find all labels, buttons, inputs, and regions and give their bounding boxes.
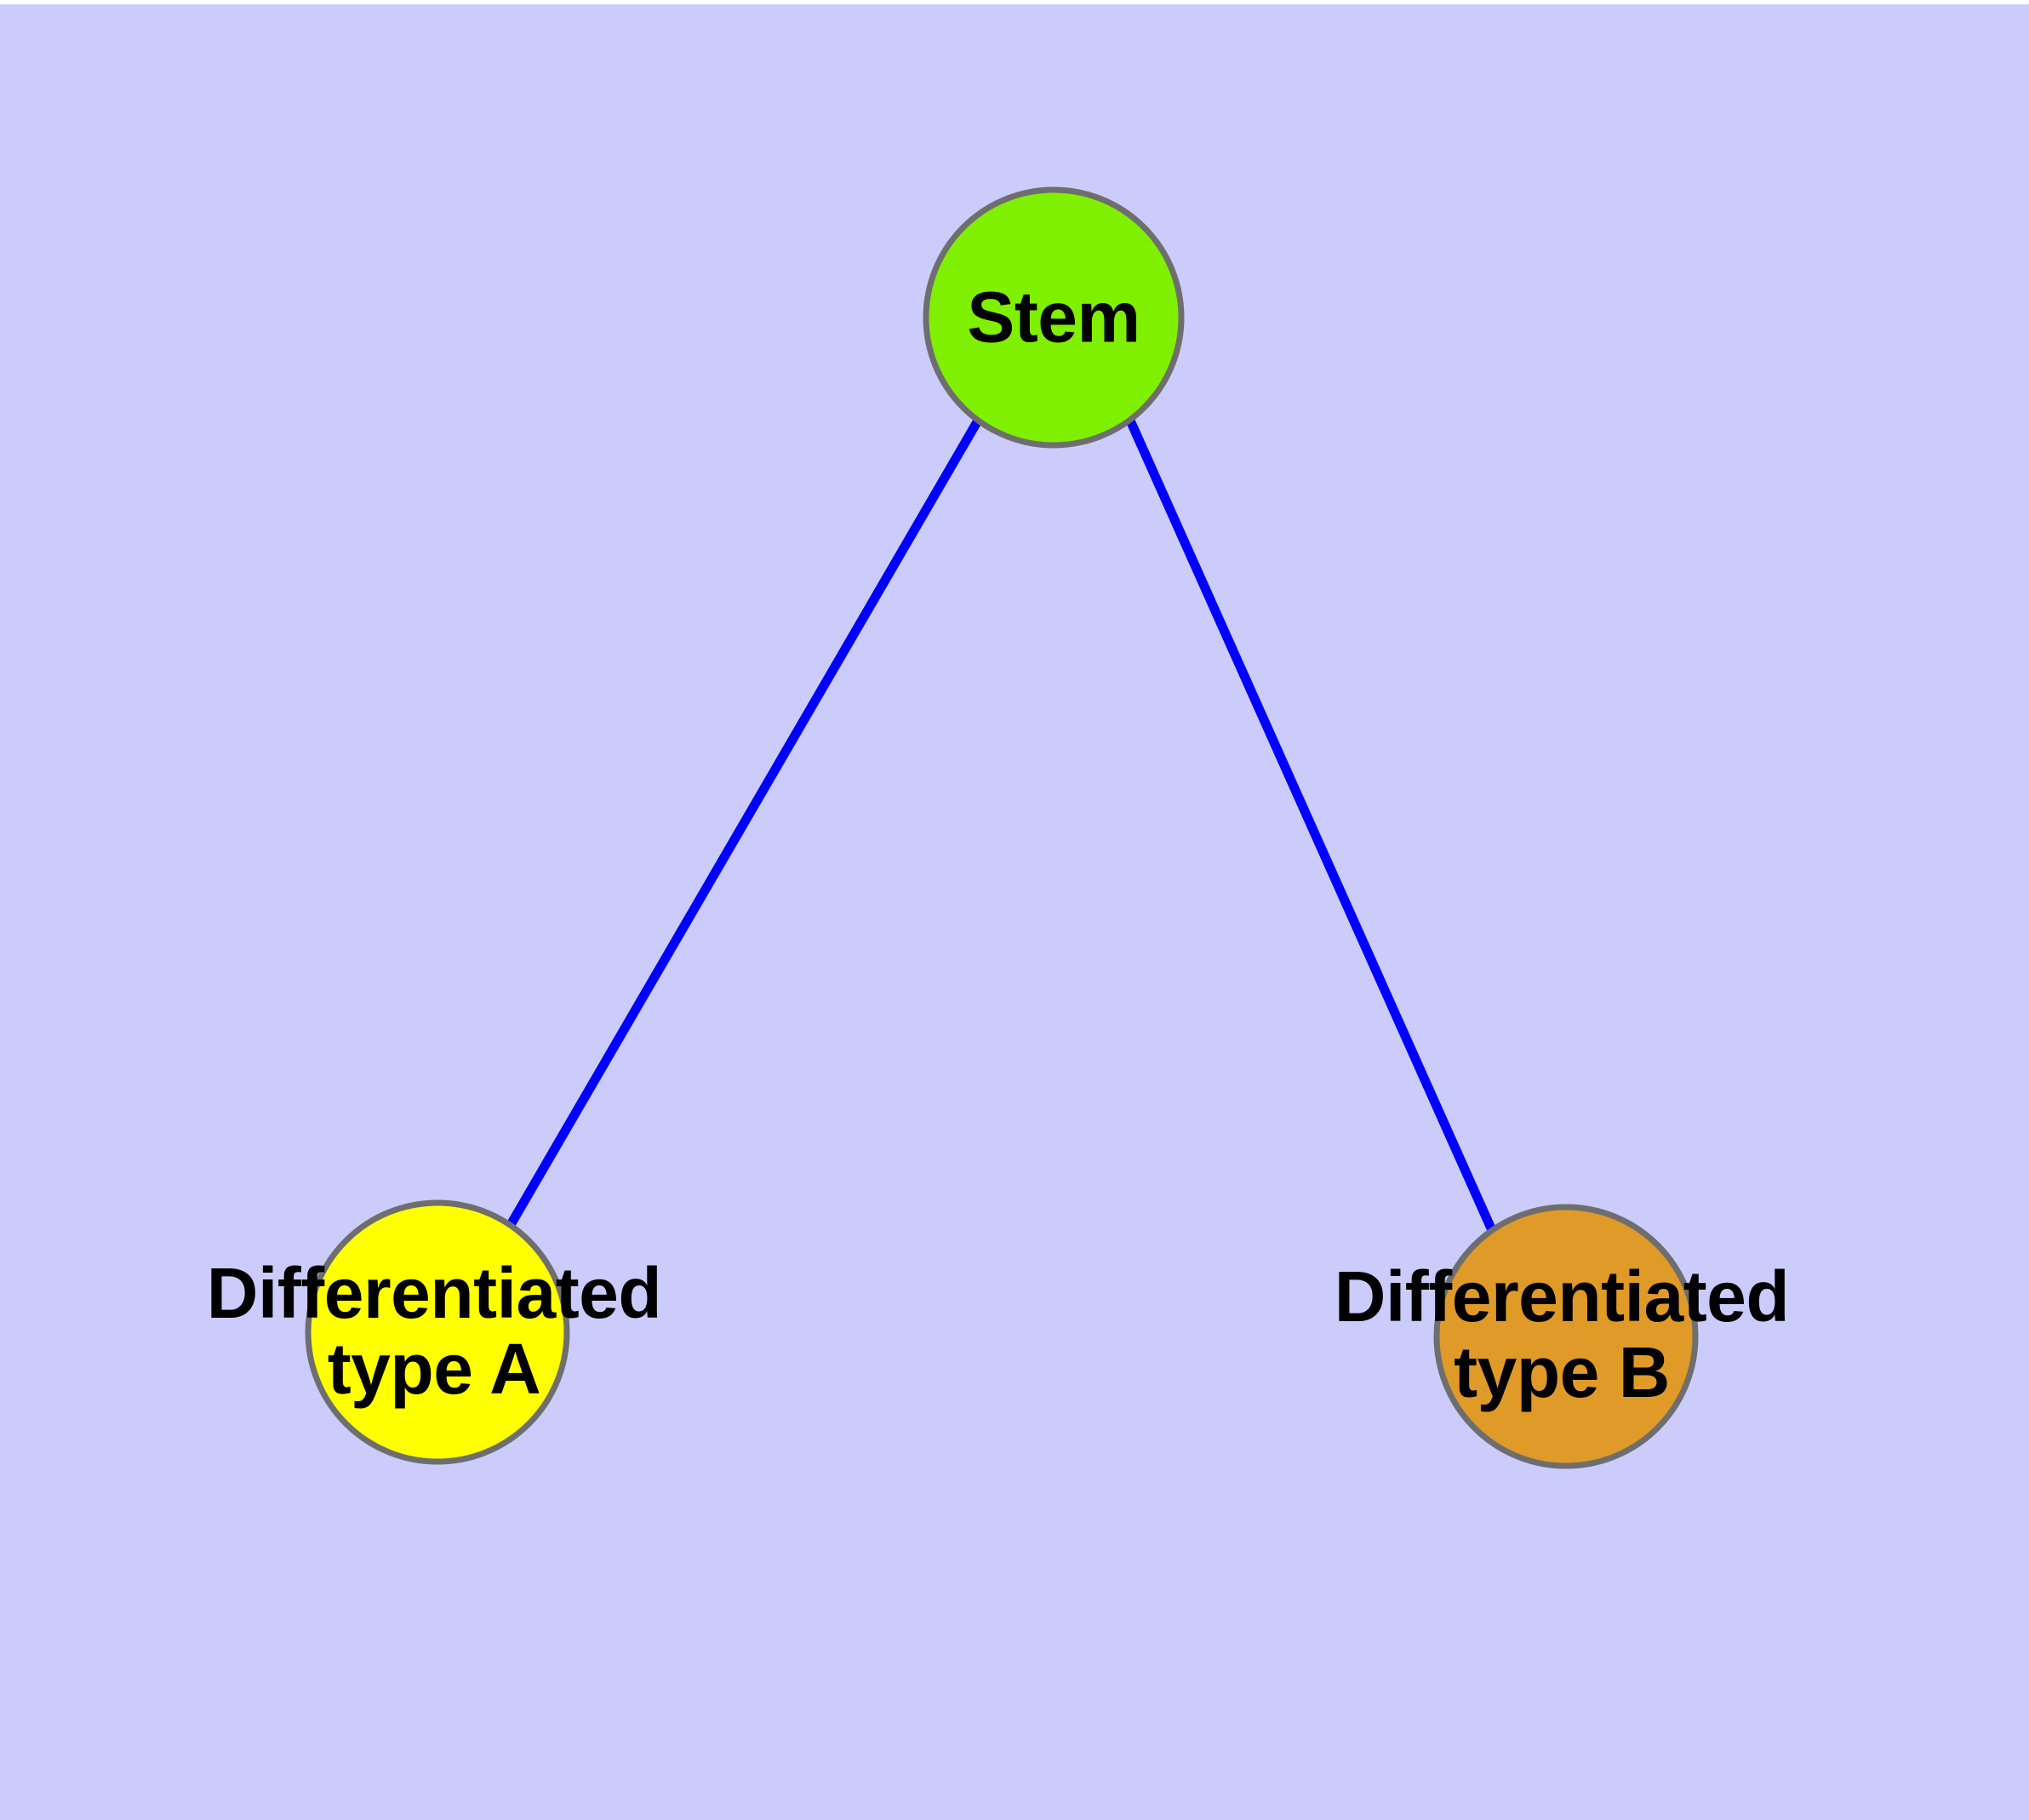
edge-stem-to-differentiated-type-a[interactable] [507,418,982,1226]
node-differentiated-type-b[interactable] [1433,1204,1699,1469]
node-stem[interactable] [923,186,1185,449]
node-differentiated-type-a[interactable] [305,1199,570,1465]
edge-layer [507,418,1496,1231]
node-layer [305,186,1699,1469]
edge-stem-to-differentiated-type-b[interactable] [1125,418,1496,1231]
